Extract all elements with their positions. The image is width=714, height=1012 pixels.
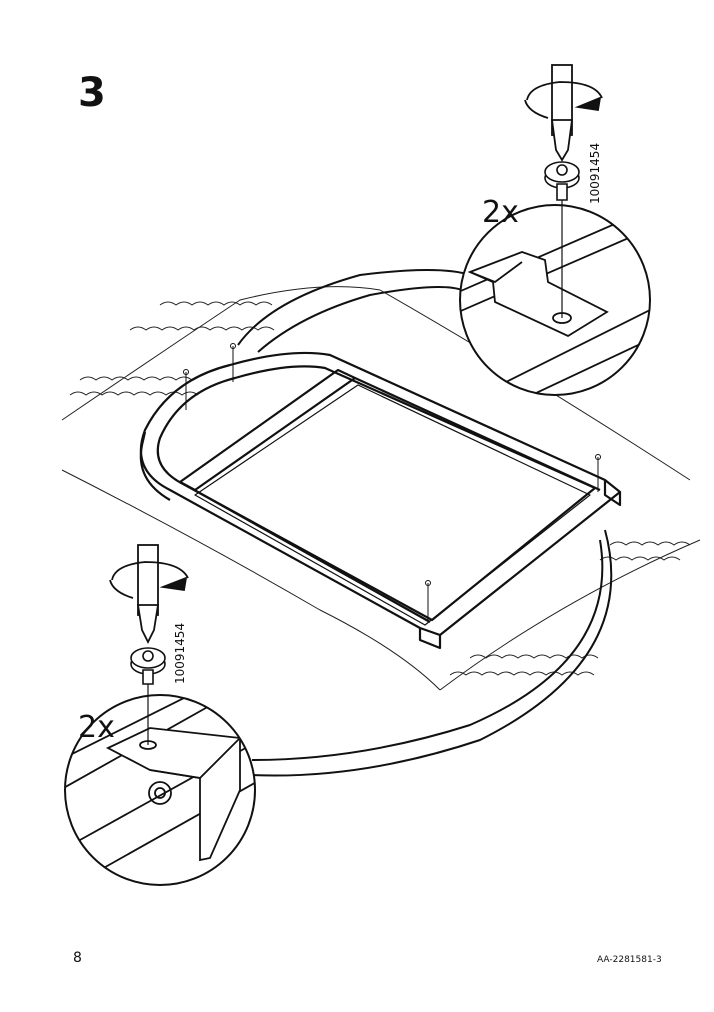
packaging-sheet	[61, 286, 701, 691]
detail-circle-bottom	[64, 680, 256, 886]
part-number-bottom: 10091454	[173, 623, 187, 684]
quantity-label-bottom: 2x	[78, 710, 115, 745]
screwdriver-top	[524, 64, 603, 162]
document-code: AA-2281581-3	[597, 955, 662, 965]
frame-screws	[183, 343, 601, 620]
screw-bottom	[130, 647, 166, 685]
callout-connectors	[237, 269, 613, 777]
part-number-top: 10091454	[588, 143, 602, 204]
page-number: 8	[73, 950, 82, 966]
step-number: 3	[78, 70, 106, 116]
screwdriver-bottom	[109, 544, 189, 645]
quantity-label-top: 2x	[482, 195, 519, 230]
detail-circle-top	[459, 190, 651, 396]
frame	[139, 351, 622, 650]
screw-top	[544, 161, 580, 201]
